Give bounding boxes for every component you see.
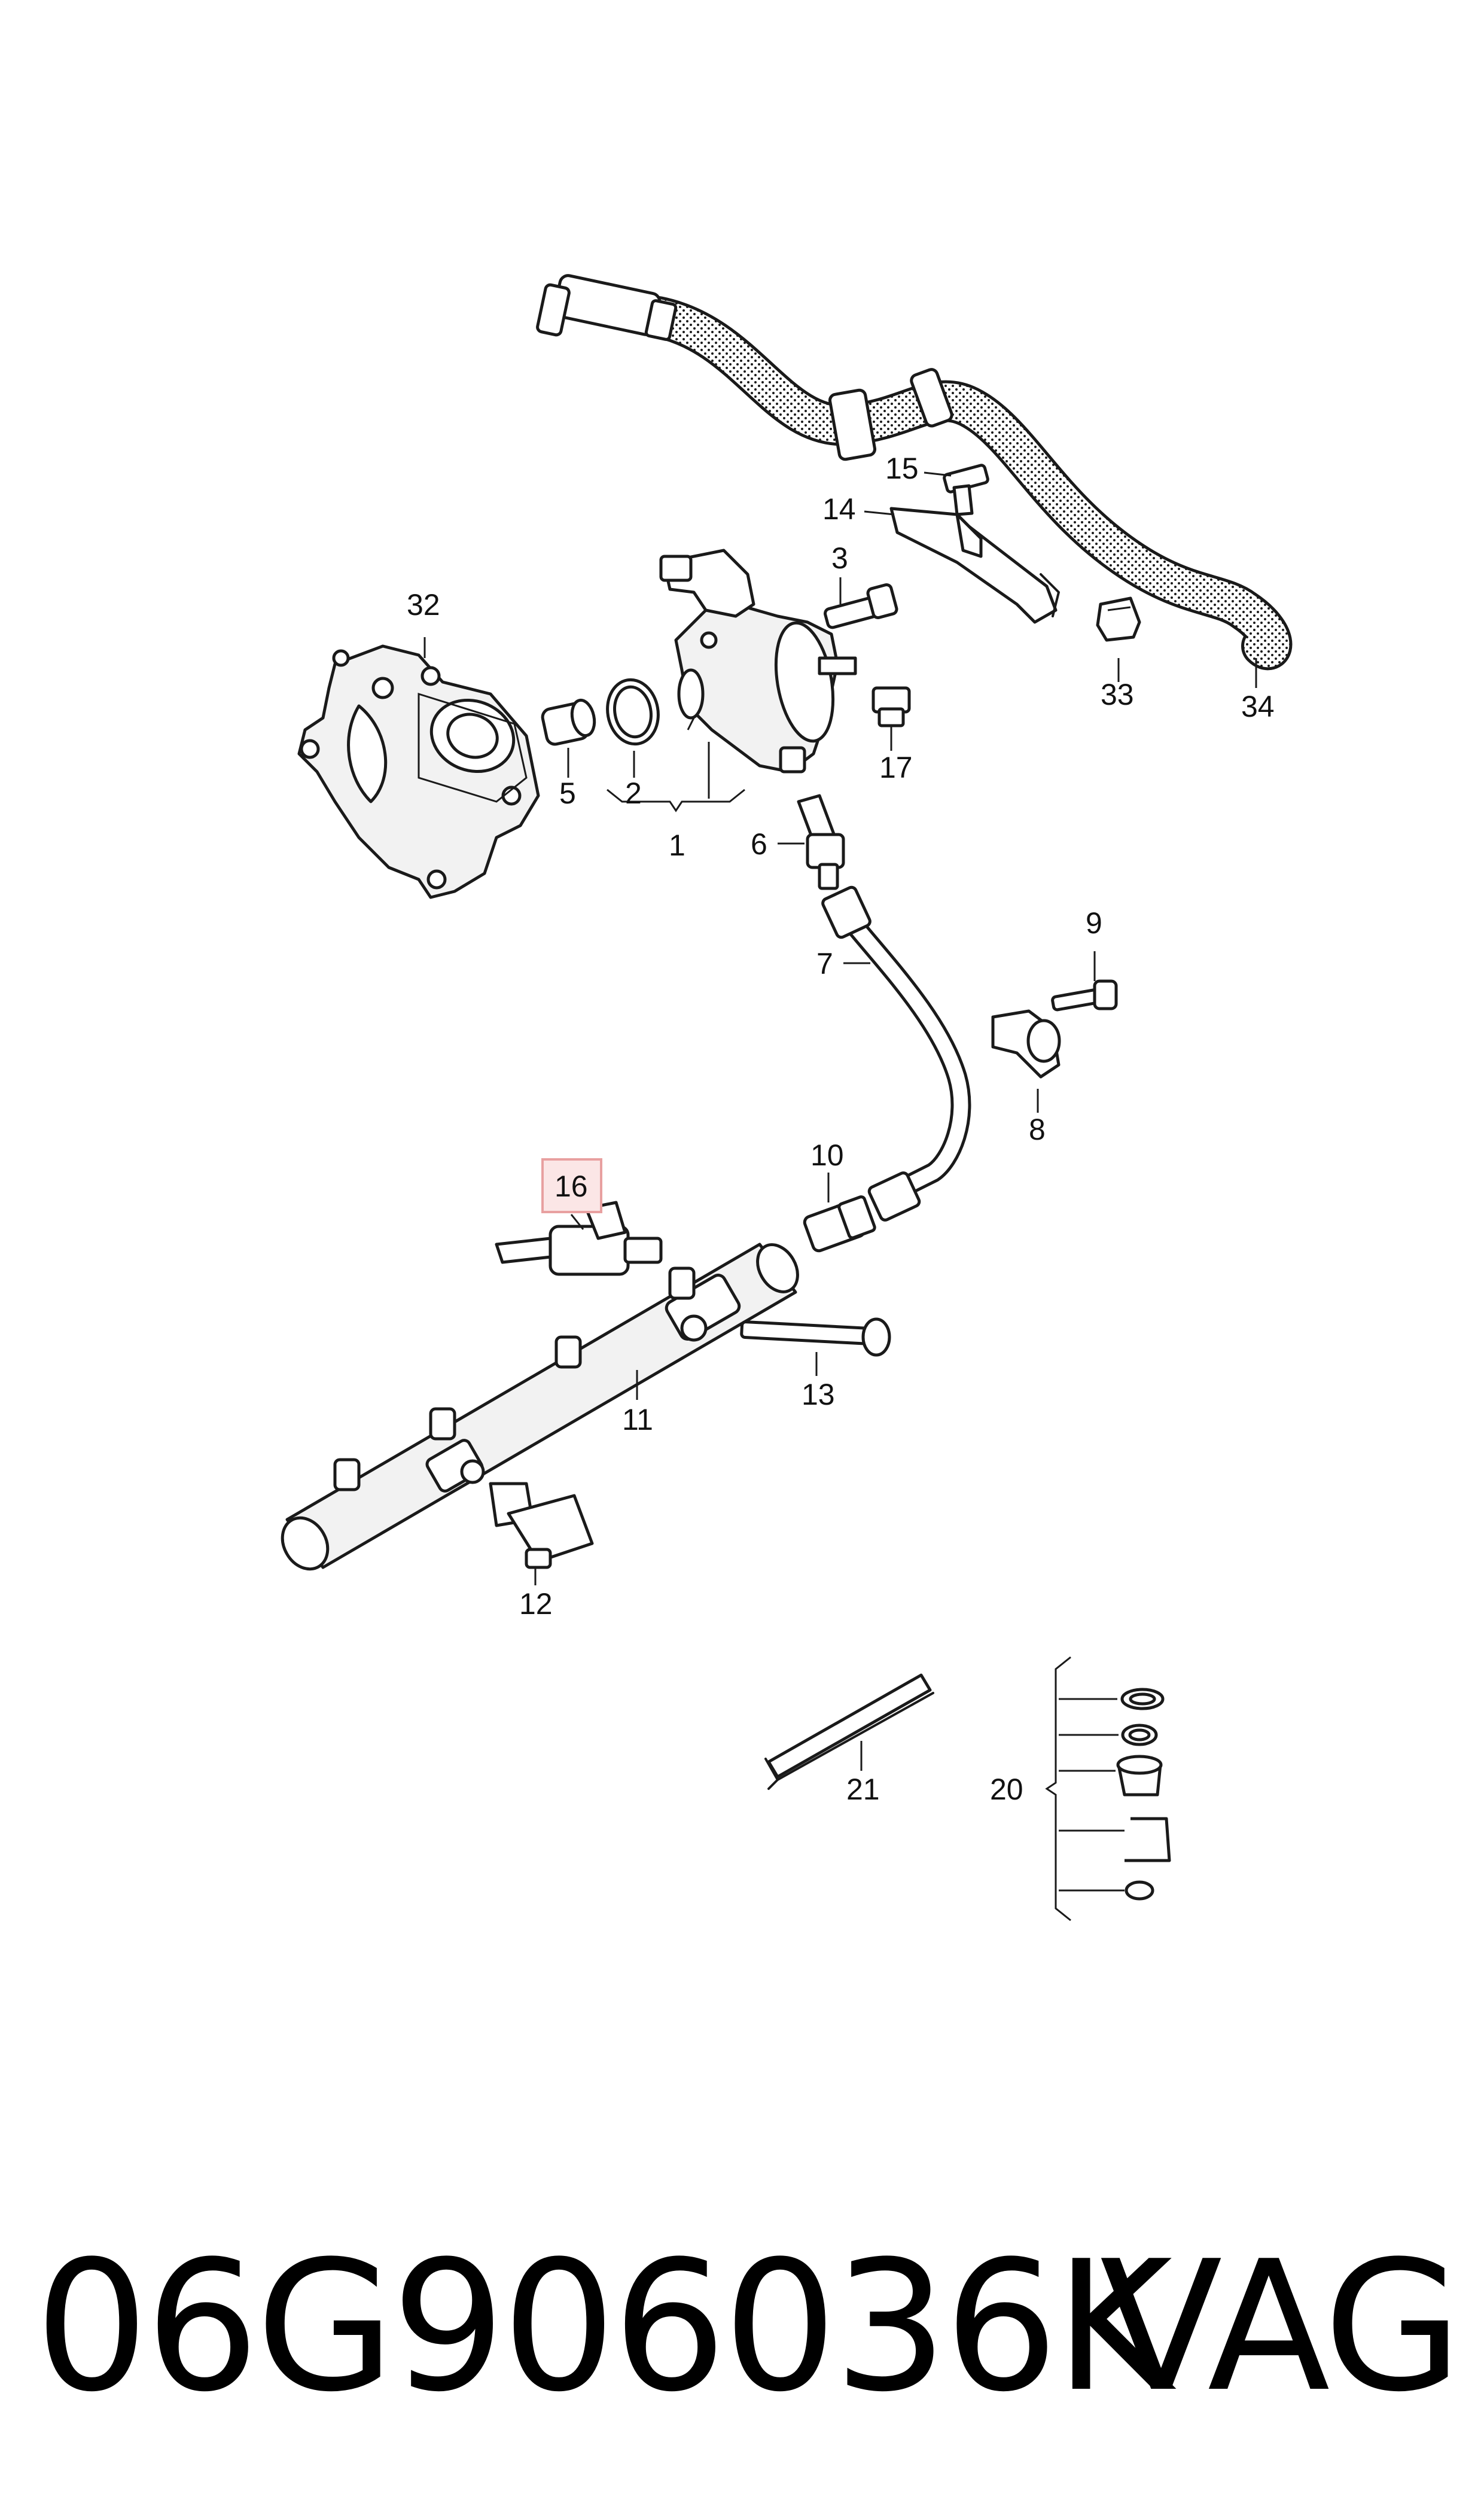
callout-1: 1: [669, 829, 685, 862]
callout-6: 6: [751, 827, 767, 861]
callout-3: 3: [831, 541, 848, 575]
callout-17: 17: [879, 751, 913, 784]
leader-lines: [423, 471, 1257, 1922]
pressure-sensor-part-12: [489, 1482, 594, 1569]
callout-8: 8: [1029, 1113, 1046, 1146]
vacuum-pump-part-32: [297, 644, 540, 899]
bolt-part-9: [1051, 979, 1118, 1012]
callout-34: 34: [1241, 690, 1275, 723]
bolt-part-3: [824, 583, 898, 629]
sleeve-part-5: [541, 698, 596, 746]
fuel-rail-part-11: [281, 1243, 799, 1571]
callout-12: 12: [519, 1587, 553, 1621]
brand-name: VAG: [1099, 2222, 1462, 2431]
clamp-part-8: [991, 1009, 1061, 1079]
callout-14: 14: [822, 492, 856, 526]
fitting-kit-part-20: [1116, 1688, 1171, 1901]
highlight-box-part-16: [541, 1158, 602, 1213]
bolt-part-13: [740, 1317, 891, 1357]
callout-21: 21: [846, 1773, 880, 1806]
sensor-part-16: [495, 1201, 663, 1276]
callout-16: 16: [554, 1170, 588, 1203]
high-pressure-pump-part-1: [659, 549, 857, 774]
callout-20: 20: [990, 1773, 1023, 1806]
tie-strap-part-21: [764, 1673, 934, 1790]
union-part-10: [803, 1195, 876, 1253]
part-number: 06G906036K: [35, 2222, 1172, 2431]
callout-11: 11: [622, 1403, 653, 1436]
fuel-hose-part-34: [536, 274, 1293, 670]
callout-15: 15: [885, 452, 919, 485]
callout-labels: 15 14 3 32 33 34 5 2 1 17 6 7 9 8 10 16 …: [407, 452, 1275, 1806]
callout-9: 9: [1086, 906, 1102, 940]
callout-33: 33: [1101, 678, 1134, 711]
callout-5: 5: [559, 777, 576, 810]
callout-10: 10: [810, 1138, 844, 1172]
o-ring-part-2: [606, 678, 660, 746]
bracket-part-14: [889, 507, 1060, 624]
callout-13: 13: [802, 1378, 835, 1411]
clip-part-33: [1096, 596, 1141, 642]
union-part-6: [797, 794, 845, 890]
plug-part-17: [871, 686, 911, 727]
callout-7: 7: [816, 947, 833, 981]
bolt-part-15: [943, 464, 989, 516]
callout-2: 2: [625, 777, 642, 810]
callout-32: 32: [407, 588, 440, 622]
fuel-line-part-7: [821, 885, 971, 1222]
